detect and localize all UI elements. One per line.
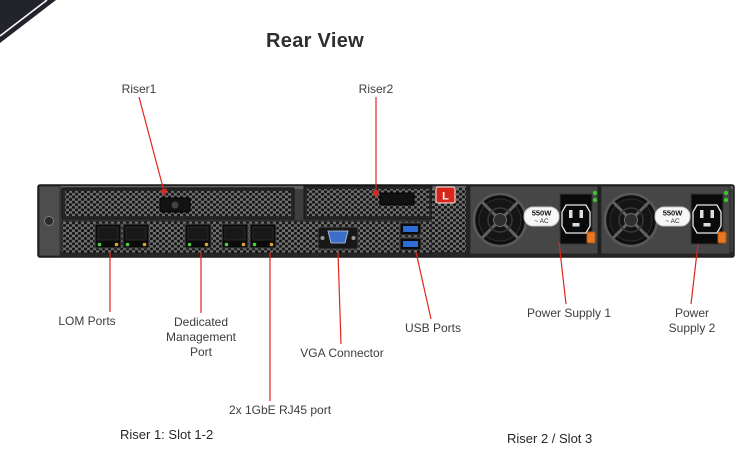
callout-usb-ports: USB Ports (404, 321, 462, 335)
callout-line-vga (337, 251, 342, 345)
callout-line-usb (415, 251, 432, 320)
lom-port (122, 223, 150, 249)
vga-connector (317, 226, 359, 250)
riser1-latch-knob (171, 201, 179, 209)
rj45-port (249, 223, 277, 249)
psu-cage-divider (466, 185, 470, 257)
caption-riser1-slots: Riser 1: Slot 1-2 (120, 427, 214, 442)
activity-led (142, 242, 147, 247)
usb-port (399, 222, 422, 236)
power-supply-2: 550W ~ AC (600, 185, 731, 255)
psu-fan (603, 192, 659, 248)
psu-fan (472, 192, 528, 248)
link-led (224, 242, 229, 247)
psu-divider (598, 186, 601, 254)
activity-led (269, 242, 274, 247)
badge-plate (435, 186, 456, 204)
callout-riser1: Riser1 (121, 82, 157, 96)
usb-tongue (403, 241, 418, 247)
psu-wattage-label: 550W ~ AC (654, 206, 691, 227)
thumbscrew (44, 216, 54, 226)
badge-letter: L (442, 191, 449, 203)
psu-status-leds (723, 190, 729, 203)
chassis-bottom-lip (39, 252, 733, 256)
chassis-frame (37, 184, 735, 258)
activity-led (204, 242, 209, 247)
corner-stripe (0, 0, 48, 37)
link-led (97, 242, 102, 247)
psu-ac-text: ~ AC (665, 218, 680, 225)
psu-release-tab (717, 231, 727, 244)
caption-riser2-slot: Riser 2 / Slot 3 (507, 431, 593, 446)
vga-screw (320, 236, 325, 240)
callout-power-supply-2: Power Supply 2 (668, 306, 716, 335)
psu-ac-text: ~ AC (534, 218, 549, 225)
lom-port (94, 223, 122, 249)
inlet-outline (692, 204, 722, 234)
power-supply-1: 550W ~ AC (469, 185, 599, 255)
callout-power-supply-1: Power Supply 1 (526, 306, 612, 320)
fan-hub (493, 213, 507, 227)
riser2-connector (379, 192, 415, 206)
fan-hub (624, 213, 638, 227)
management-port (184, 223, 212, 249)
usb-port (399, 237, 422, 251)
rj45-port (221, 223, 249, 249)
left-mounting-ear (38, 185, 61, 257)
vga-dsub (327, 230, 349, 244)
usb-tongue (403, 226, 418, 232)
callout-gbe-rj45: 2x 1GbE RJ45 port (228, 403, 332, 417)
usb-ports (399, 222, 422, 251)
psu-wattage-text: 550W (532, 209, 553, 218)
riser2-slot (303, 185, 433, 220)
psu-release-tab (586, 231, 596, 244)
corner-decoration (0, 0, 56, 43)
activity-led (241, 242, 246, 247)
riser1-slot (61, 187, 295, 220)
psu-wattage-label: 550W ~ AC (523, 206, 560, 227)
callout-riser2: Riser2 (358, 82, 394, 96)
link-led (252, 242, 257, 247)
callout-dedicated-management-port: Dedicated Management Port (165, 315, 237, 359)
page-title: Rear View (266, 30, 364, 52)
inlet-outline (561, 204, 591, 234)
gbe-rj45-ports (221, 223, 277, 249)
callout-lom-ports: LOM Ports (58, 314, 116, 328)
activity-led (114, 242, 119, 247)
vga-screw (351, 236, 356, 240)
lom-ports (94, 223, 150, 249)
link-led (125, 242, 130, 247)
server-rear-view: L 550W ~ AC (37, 184, 735, 258)
service-badge: L (435, 186, 456, 204)
corner-triangle (0, 0, 56, 43)
psu-status-leds (592, 190, 598, 203)
link-led (187, 242, 192, 247)
callout-vga-connector: VGA Connector (300, 346, 384, 360)
psu-wattage-text: 550W (663, 209, 684, 218)
